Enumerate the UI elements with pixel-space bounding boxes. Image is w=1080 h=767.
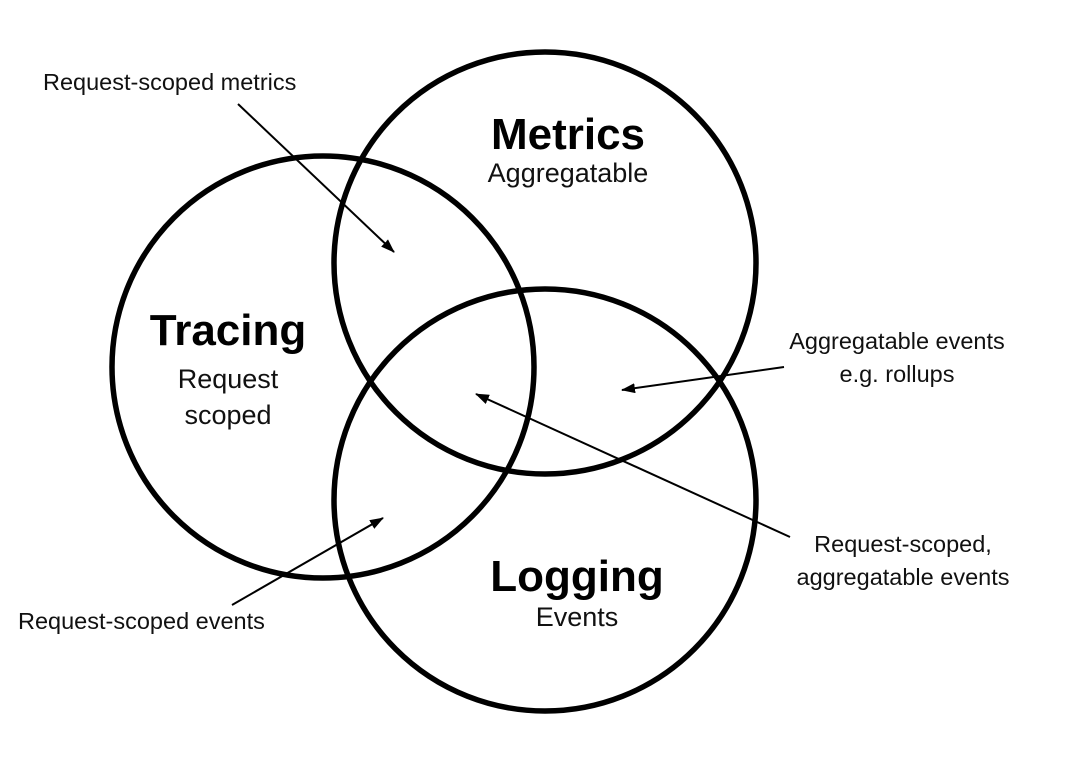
logging-title: Logging	[490, 552, 664, 601]
arrow-aggregatable-events	[621, 366, 785, 394]
tracing-subtitle-line2: scoped	[184, 400, 271, 430]
arrow-request-scoped-events	[231, 517, 384, 606]
annotation-request-scoped-events: Request-scoped events	[18, 608, 265, 634]
metrics-circle	[331, 49, 759, 477]
annotation-all-three-line1: Request-scoped,	[814, 531, 992, 557]
annotation-all-three-line2: aggregatable events	[797, 564, 1010, 590]
annotation-aggregatable-events-line1: Aggregatable events	[789, 328, 1005, 354]
annotation-aggregatable-events-line2: e.g. rollups	[840, 361, 955, 387]
metrics-subtitle: Aggregatable	[488, 158, 649, 188]
tracing-title: Tracing	[150, 306, 307, 355]
logging-subtitle: Events	[536, 602, 619, 632]
tracing-circle	[109, 153, 537, 581]
arrow-request-scoped-aggregatable-events	[475, 393, 791, 538]
arrow-request-scoped-metrics	[237, 103, 395, 253]
tracing-subtitle-line1: Request	[178, 364, 279, 394]
logging-circle	[331, 286, 759, 714]
metrics-title: Metrics	[491, 110, 645, 159]
annotation-request-scoped-metrics: Request-scoped metrics	[43, 69, 296, 95]
